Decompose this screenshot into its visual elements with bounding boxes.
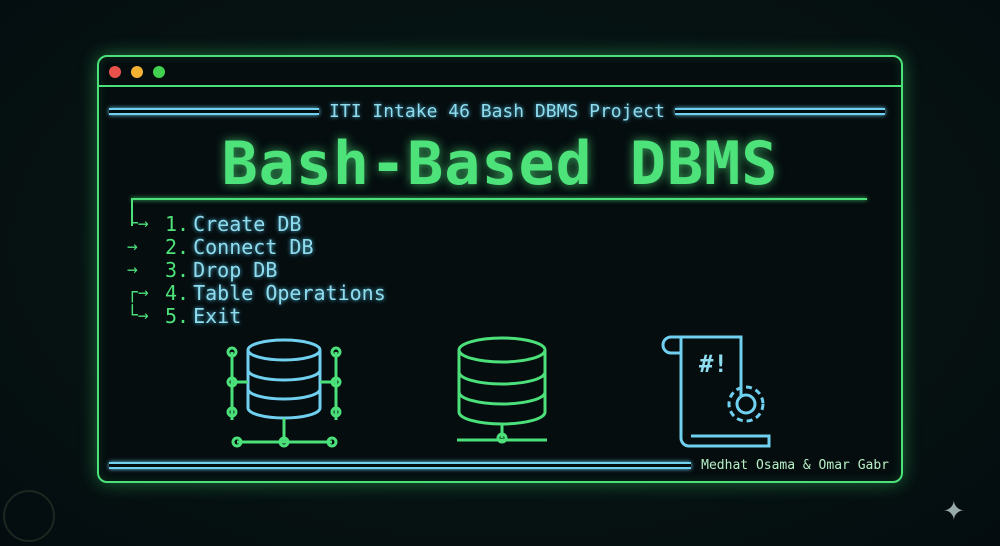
sparkle-icon: ✦: [943, 488, 965, 529]
divider: [674, 108, 886, 115]
menu-label: Exit: [193, 303, 242, 328]
menu-item-table-operations[interactable]: ┌→ 4.Table Operations: [127, 280, 386, 305]
database-server-icon: [457, 336, 547, 444]
menu: └→ 1.Create DB → 2.Connect DB → 3.Drop DB ┌…: [127, 211, 386, 328]
arrow-icon: →: [127, 259, 138, 280]
divider: [131, 198, 867, 200]
menu-item-create-db[interactable]: └→ 1.Create DB: [127, 211, 386, 236]
arrow-icon: ┌→: [127, 282, 149, 303]
menu-label: Connect DB: [193, 234, 314, 259]
database-network-icon: [226, 338, 342, 448]
menu-number: 3.: [165, 257, 190, 282]
arrow-icon: └→: [127, 213, 149, 234]
menu-label: Table Operations: [193, 280, 386, 305]
divider: [109, 462, 692, 469]
menu-number: 5.: [165, 303, 190, 328]
authors: Medhat Osama & Omar Gabr: [701, 458, 889, 473]
scroll-icon: [661, 335, 771, 448]
page-title: Bash-Based DBMS: [221, 129, 779, 199]
menu-number: 1.: [165, 211, 190, 236]
watermark-logo: [3, 490, 55, 542]
menu-number: 4.: [165, 280, 190, 305]
menu-label: Create DB: [193, 211, 302, 236]
terminal-window: ITI Intake 46 Bash DBMS Project Bash-Bas…: [97, 55, 903, 483]
menu-item-drop-db[interactable]: → 3.Drop DB: [127, 257, 386, 282]
bash-script-icon: #!: [661, 332, 776, 450]
title-bar: [99, 57, 901, 87]
shebang-text: #!: [699, 350, 728, 378]
minimize-button[interactable]: [131, 66, 143, 78]
menu-number: 2.: [165, 234, 190, 259]
menu-item-exit[interactable]: └→ 5.Exit: [127, 303, 386, 328]
header: ITI Intake 46 Bash DBMS Project: [109, 101, 886, 122]
arrow-icon: └→: [127, 305, 149, 326]
menu-item-connect-db[interactable]: → 2.Connect DB: [127, 234, 386, 259]
divider: [109, 108, 320, 115]
menu-label: Drop DB: [193, 257, 278, 282]
tree-line: [131, 198, 133, 226]
maximize-button[interactable]: [153, 66, 165, 78]
subtitle: ITI Intake 46 Bash DBMS Project: [329, 101, 665, 122]
footer: Medhat Osama & Omar Gabr: [109, 458, 889, 473]
close-button[interactable]: [109, 66, 121, 78]
arrow-icon: →: [127, 236, 138, 257]
